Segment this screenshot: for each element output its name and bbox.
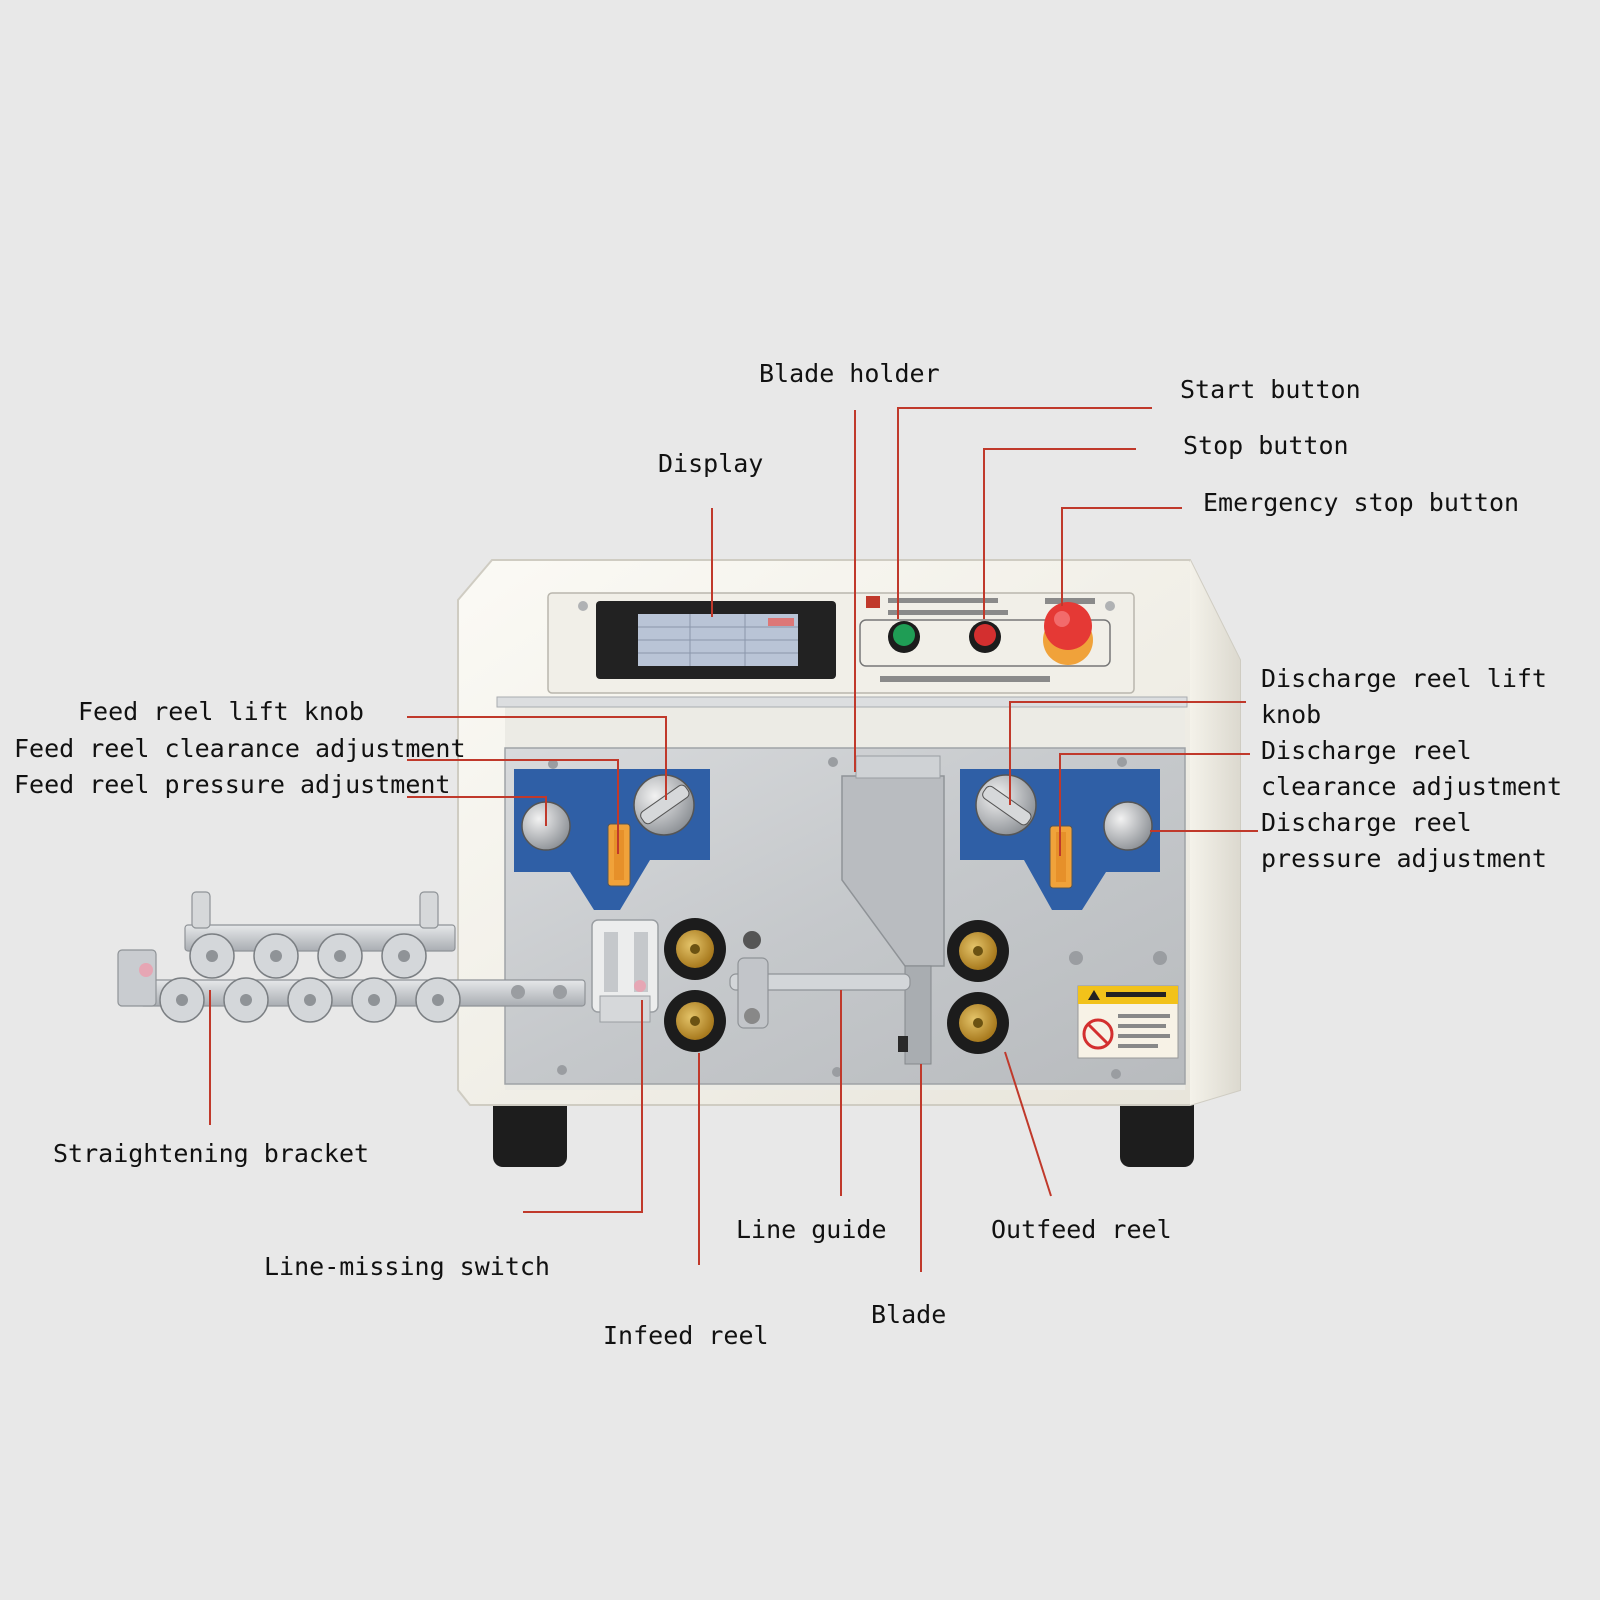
label-feed-reel-pressure-adjustment: Feed reel pressure adjustment	[14, 770, 451, 799]
start-button-graphic	[888, 621, 920, 653]
leader-lines	[209, 407, 1258, 1272]
label-discharge-reel-pressure-adjustment: Discharge reel pressure adjustment	[1261, 805, 1547, 877]
label-outfeed-reel: Outfeed reel	[991, 1215, 1172, 1244]
label-display: Display	[658, 449, 764, 478]
emergency-stop-graphic	[1043, 602, 1093, 665]
leader-outfeed-reel	[1004, 1051, 1052, 1197]
label-infeed-reel: Infeed reel	[603, 1321, 769, 1350]
infeed-reel-graphic	[664, 918, 726, 1052]
blade-holder-block	[841, 755, 945, 1065]
label-discharge-reel-clearance-line2: clearance adjustment	[1261, 772, 1563, 801]
leader-discharge-reel-lift-knob	[1009, 701, 1246, 805]
stop-button-graphic	[969, 621, 1001, 653]
label-straightening-bracket: Straightening bracket	[53, 1139, 370, 1168]
leader-feed-reel-lift-knob	[407, 716, 667, 800]
label-line-missing-switch: Line-missing switch	[264, 1252, 550, 1281]
leader-start-button	[897, 407, 1152, 619]
label-discharge-reel-pressure-line2: pressure adjustment	[1261, 844, 1547, 873]
line-guide-rod	[729, 931, 911, 1029]
label-emergency-stop-button: Emergency stop button	[1203, 488, 1520, 517]
leader-stop-button	[983, 448, 1136, 619]
label-discharge-reel-pressure-line1: Discharge reel	[1261, 808, 1472, 837]
touch-display	[596, 601, 836, 679]
caution-label	[1077, 985, 1179, 1059]
label-discharge-reel-lift-knob-line2: knob	[1261, 700, 1322, 729]
leader-feed-reel-clearance	[407, 759, 619, 854]
line-missing-switch-graphic	[591, 919, 659, 1023]
label-feed-reel-clearance-adjustment: Feed reel clearance adjustment	[14, 734, 466, 763]
leader-emergency-stop	[1061, 507, 1182, 606]
label-blade-holder: Blade holder	[759, 359, 940, 388]
label-line-guide: Line guide	[736, 1215, 887, 1244]
label-blade: Blade	[871, 1300, 947, 1329]
outfeed-reel-graphic	[947, 920, 1009, 1054]
label-discharge-reel-lift-knob-line1: Discharge reel lift	[1261, 664, 1547, 693]
label-feed-reel-lift-knob: Feed reel lift knob	[78, 697, 364, 726]
label-discharge-reel-lift-knob: Discharge reel lift knob	[1261, 661, 1547, 733]
leader-discharge-reel-clearance	[1059, 753, 1250, 856]
front-adjustment-panel	[514, 769, 710, 910]
label-discharge-reel-clearance-line1: Discharge reel	[1261, 736, 1472, 765]
label-discharge-reel-clearance-adjustment: Discharge reel clearance adjustment	[1261, 733, 1562, 805]
straightening-bracket-graphic	[117, 891, 586, 1023]
label-stop-button: Stop button	[1183, 431, 1349, 460]
leader-line-missing-switch	[523, 1000, 643, 1213]
leader-feed-reel-pressure	[407, 796, 547, 826]
label-start-button: Start button	[1180, 375, 1361, 404]
machine-feet	[493, 1095, 1194, 1167]
